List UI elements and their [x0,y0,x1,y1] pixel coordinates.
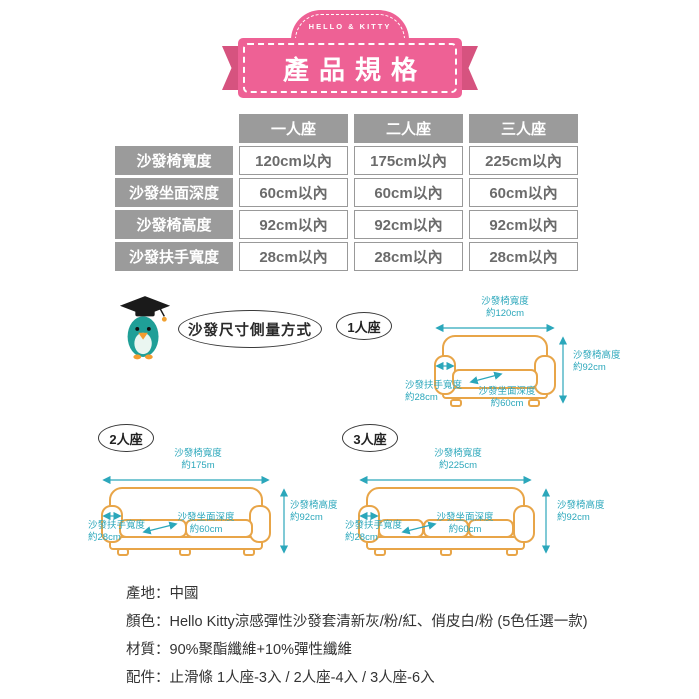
diagram-3seat: 沙發椅寬度 約225cm 沙發椅高度 約92cm [345,448,605,583]
seat-badge-1: 1人座 [336,312,392,340]
col-header-2seat: 二人座 [354,114,463,143]
dim-width-1seat: 沙發椅寬度 約120cm [481,296,529,320]
dim-arm-3seat: 沙發扶手寬度 約28cm [345,520,403,544]
seat-badge-2: 2人座 [98,424,154,452]
dim-arm-2seat: 沙發扶手寬度 約28cm [88,520,146,544]
row-label-arm: 沙發扶手寬度 [115,242,233,271]
table-corner-cell [115,114,233,143]
dim-arm-1seat: 沙發扶手寬度 約28cm [405,380,463,404]
banner-dashed-border: 產品規格 [243,43,457,93]
cell-width-1seat: 120cm以內 [239,146,348,175]
sofa-drawing-3seat [358,475,551,556]
row-label-width: 沙發椅寬度 [115,146,233,175]
dim-depth-1seat: 沙發坐面深度 約60cm [478,386,536,410]
banner-body: 產品規格 [238,38,462,98]
dim-height-3seat: 沙發椅高度 約92cm [557,500,605,524]
cell-depth-2seat: 60cm以內 [354,178,463,207]
title-banner: HELLO & KITTY 產品規格 [222,10,478,98]
banner-arch: HELLO & KITTY [291,10,409,40]
row-label-height: 沙發椅高度 [115,210,233,239]
dim-height-1seat: 沙發椅高度 約92cm [573,350,621,374]
dim-depth-3seat: 沙發坐面深度 約60cm [436,512,494,536]
diagram-1seat: 沙發椅寬度 約120cm 沙發椅高度 約92cm 沙發扶手寬度 約28 [405,296,621,441]
measure-section-title: 沙發尺寸側量方式 [178,310,322,348]
dim-width-3seat: 沙發椅寬度 約225cm [434,448,482,472]
cell-width-2seat: 175cm以內 [354,146,463,175]
seat-badge-3: 3人座 [342,424,398,452]
dim-height-2seat: 沙發椅高度 約92cm [290,500,338,524]
col-header-3seat: 三人座 [469,114,578,143]
cell-height-1seat: 92cm以內 [239,210,348,239]
cell-height-2seat: 92cm以內 [354,210,463,239]
info-material: 材質：90%聚酯纖維+10%彈性纖維 [126,642,353,658]
product-info: 產地：中國 顏色：Hello Kitty涼感彈性沙發套清新灰/粉/紅、俏皮白/粉… [126,580,588,692]
sofa-drawing-1seat [434,323,568,407]
cell-depth-1seat: 60cm以內 [239,178,348,207]
cell-width-3seat: 225cm以內 [469,146,578,175]
info-color: 顏色：Hello Kitty涼感彈性沙發套清新灰/粉/紅、俏皮白/粉 (5色任選… [126,614,588,630]
banner-arch-border: HELLO & KITTY [295,14,405,40]
spec-table: 一人座 二人座 三人座 沙發椅寬度 120cm以內 175cm以內 225cm以… [115,114,578,271]
dim-width-2seat: 沙發椅寬度 約175m [174,448,222,472]
cell-arm-3seat: 28cm以內 [469,242,578,271]
info-accessory: 配件：止滑條 1人座-3入 / 2人座-4入 / 3人座-6入 [126,670,435,686]
cell-height-3seat: 92cm以內 [469,210,578,239]
cell-depth-3seat: 60cm以內 [469,178,578,207]
info-origin: 產地：中國 [126,586,199,602]
dim-depth-2seat: 沙發坐面深度 約60cm [177,512,235,536]
page-title: 產品規格 [282,54,427,85]
sofa-drawing-2seat [101,475,289,556]
diagram-2seat: 沙發椅寬度 約175m 沙發椅高度 約92cm [88,448,338,583]
cell-arm-2seat: 28cm以內 [354,242,463,271]
cell-arm-1seat: 28cm以內 [239,242,348,271]
mascot-graduate-bird-icon [116,294,174,365]
row-label-depth: 沙發坐面深度 [115,178,233,207]
col-header-1seat: 一人座 [239,114,348,143]
banner-brand-text: HELLO & KITTY [308,22,392,31]
